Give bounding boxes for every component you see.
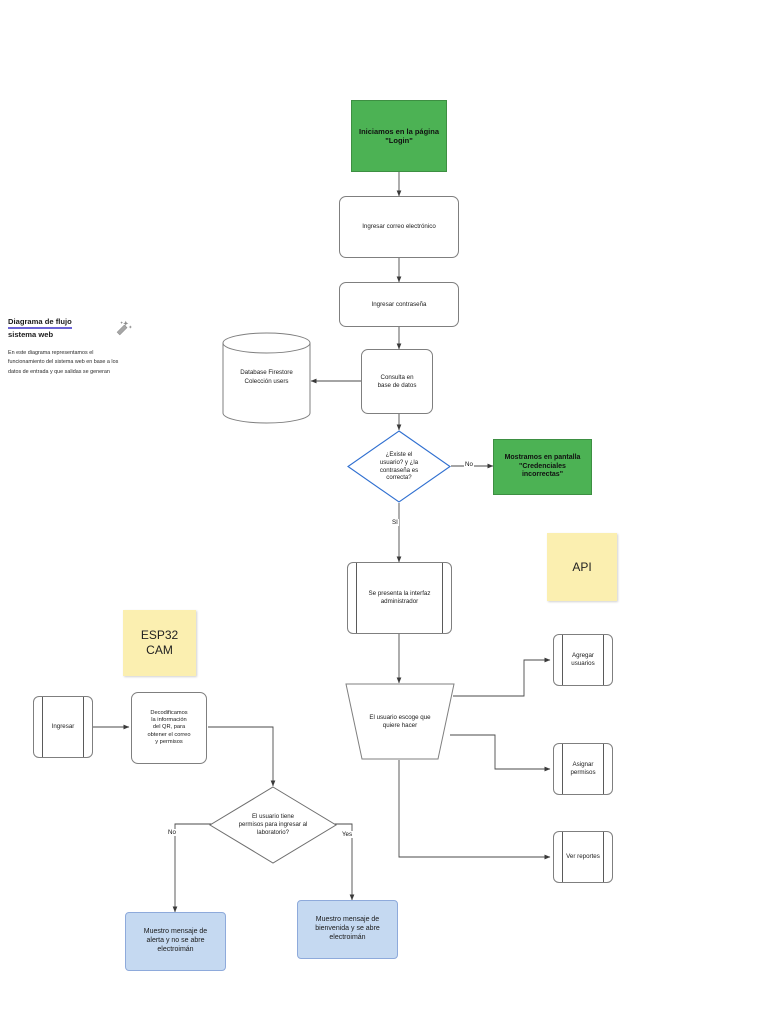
node-admin-interface[interactable]: Se presenta la interfaz administrador — [347, 562, 452, 634]
node-start-login-label: Iniciamos en la página "Login" — [358, 126, 440, 145]
node-alert-message[interactable]: Muestro mensaje de alerta y no se abre e… — [125, 912, 226, 971]
edge-label-lab-yes: Yes — [341, 831, 354, 838]
node-enter[interactable]: Ingresar — [33, 696, 93, 758]
node-enter-password[interactable]: Ingresar contraseña — [339, 282, 459, 327]
node-credentials-error-label: Mostramos en pantalla "Credenciales inco… — [504, 453, 581, 479]
diamond-shape-icon — [209, 786, 337, 864]
node-assign-permissions[interactable]: Asignar permisos — [553, 743, 613, 795]
node-credentials-error[interactable]: Mostramos en pantalla "Credenciales inco… — [493, 439, 592, 495]
node-start-login[interactable]: Iniciamos en la página "Login" — [351, 100, 447, 172]
page-title-line1: Diagrama de flujo — [8, 316, 72, 329]
node-db-query-label: Consulta en base de datos — [377, 373, 417, 389]
note-api[interactable]: API — [547, 533, 617, 601]
node-decode-qr[interactable]: Decodificamos la información del QR, par… — [131, 692, 207, 764]
node-user-choice-label: El usuario escoge que quiere hacer — [369, 713, 431, 729]
node-decode-qr-label: Decodificamos la información del QR, par… — [147, 710, 191, 745]
page-title-line2: sistema web — [8, 330, 54, 339]
node-database-cylinder[interactable]: Database Firestore Colección users — [222, 332, 311, 424]
node-alert-message-label: Muestro mensaje de alerta y no se abre e… — [143, 928, 208, 953]
node-add-users-label: Agregar usuarios — [571, 652, 595, 667]
node-database-label: Database Firestore Colección users — [240, 369, 293, 386]
node-db-query[interactable]: Consulta en base de datos — [361, 349, 433, 414]
magic-wand-icon — [116, 320, 132, 336]
note-esp32-cam[interactable]: ESP32 CAM — [123, 610, 196, 676]
trapezoid-shape-icon — [345, 683, 455, 760]
node-enter-email[interactable]: Ingresar correo electrónico — [339, 196, 459, 258]
page-description: En este diagrama representamos el funcio… — [8, 350, 119, 375]
node-enter-email-label: Ingresar correo electrónico — [362, 223, 436, 231]
note-esp32-cam-label: ESP32 CAM — [140, 628, 179, 657]
node-view-reports[interactable]: Ver reportes — [553, 831, 613, 883]
node-user-choice[interactable]: El usuario escoge que quiere hacer — [345, 683, 455, 760]
node-enter-label: Ingresar — [51, 723, 75, 731]
node-view-reports-label: Ver reportes — [566, 853, 600, 861]
node-decision-credentials[interactable]: ¿Existe el usuario? y ¿la contraseña es … — [347, 430, 451, 503]
cylinder-icon — [222, 332, 311, 424]
node-welcome-message-label: Muestro mensaje de bienvenida y se abre … — [315, 916, 380, 941]
edge-label-credentials-si: SI — [391, 519, 399, 526]
note-api-label: API — [572, 559, 592, 574]
node-decision-lab-permission-label: El usuario tiene permisos para ingresar … — [238, 813, 308, 836]
node-decision-credentials-label: ¿Existe el usuario? y ¿la contraseña es … — [379, 450, 419, 482]
edge-label-credentials-no: No — [464, 461, 474, 468]
diamond-shape-icon — [347, 430, 451, 503]
node-welcome-message[interactable]: Muestro mensaje de bienvenida y se abre … — [297, 900, 398, 959]
node-decision-lab-permission[interactable]: El usuario tiene permisos para ingresar … — [209, 786, 337, 864]
node-enter-password-label: Ingresar contraseña — [371, 300, 427, 308]
node-add-users[interactable]: Agregar usuarios — [553, 634, 613, 686]
edge-label-lab-no: No — [167, 829, 177, 836]
node-admin-interface-label: Se presenta la interfaz administrador — [368, 590, 431, 605]
node-assign-permissions-label: Asignar permisos — [570, 761, 596, 776]
